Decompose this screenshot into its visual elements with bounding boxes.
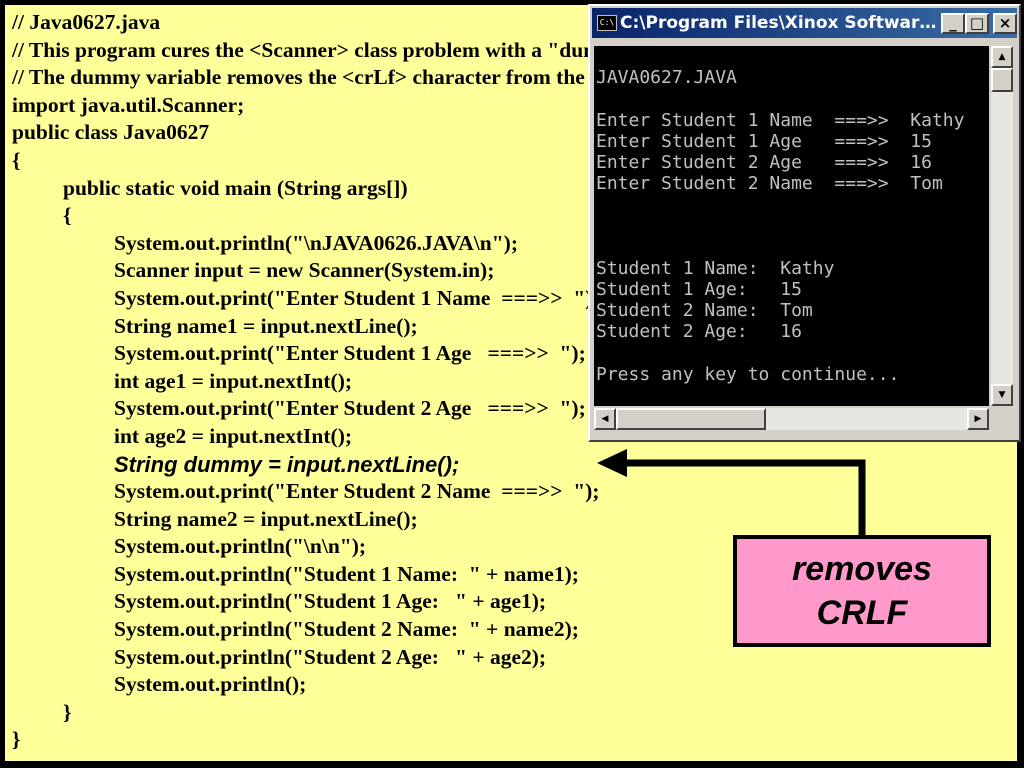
callout-line: CRLF [816, 594, 908, 632]
code-line: int age1 = input.nextInt(); [114, 368, 353, 393]
code-line: String name1 = input.nextLine(); [114, 313, 418, 338]
minimize-button[interactable]: _ [941, 13, 965, 34]
console-line: Enter Student 2 Age ===>> 16 [596, 151, 932, 173]
code-listing: // Java0627.java // This program cures t… [12, 9, 728, 754]
code-line: Scanner input = new Scanner(System.in); [114, 258, 495, 283]
console-title: C:\Program Files\Xinox Software\JCreator… [620, 13, 938, 33]
code-line: System.out.println("Student 2 Age: " + a… [114, 644, 547, 669]
maximize-button[interactable]: □ [965, 13, 989, 34]
code-line: int age2 = input.nextInt(); [114, 423, 353, 448]
close-button[interactable]: × [993, 13, 1017, 34]
horizontal-scrollbar[interactable]: ◀ ▶ [594, 408, 989, 430]
code-line-highlighted: String dummy = input.nextLine(); [114, 451, 460, 477]
console-icon[interactable]: C:\ [597, 15, 617, 31]
callout-line: removes [792, 550, 932, 588]
resize-grip[interactable] [991, 408, 1013, 430]
horizontal-scroll-thumb[interactable] [616, 408, 766, 430]
code-line: } [12, 727, 21, 752]
console-line [594, 216, 989, 237]
console-line: Student 2 Age: 16 [596, 321, 802, 343]
code-line: System.out.println("Student 1 Name: " + … [114, 561, 579, 586]
console-title-bar[interactable]: C:\ C:\Program Files\Xinox Software\JCre… [592, 8, 1017, 38]
console-line: Enter Student 1 Name ===>> Kathy [596, 109, 965, 131]
code-line: System.out.print("Enter Student 1 Age ==… [114, 341, 586, 366]
console-line [594, 194, 989, 215]
code-line: System.out.println("\nJAVA0626.JAVA\n"); [114, 230, 518, 255]
arrow-down-icon[interactable]: ▼ [991, 384, 1013, 406]
arrow-left-icon[interactable]: ◀ [594, 408, 616, 430]
code-line: System.out.println("Student 1 Age: " + a… [114, 589, 547, 614]
code-line: { [12, 147, 21, 172]
code-line: System.out.print("Enter Student 2 Age ==… [114, 396, 586, 421]
console-line [594, 237, 989, 258]
code-line: public static void main (String args[]) [63, 175, 408, 200]
code-line: System.out.println("\n\n"); [114, 534, 367, 559]
code-line: } [63, 699, 72, 724]
code-line: String name2 = input.nextLine(); [114, 506, 418, 531]
code-line: System.out.print("Enter Student 2 Name =… [114, 479, 600, 504]
console-line: Student 1 Age: 15 [596, 279, 802, 301]
code-line: import java.util.Scanner; [12, 92, 245, 117]
console-line: Enter Student 1 Age ===>> 15 [596, 130, 932, 152]
callout-box: removes CRLF [733, 535, 991, 647]
code-line: { [63, 203, 72, 228]
vertical-scrollbar[interactable]: ▲ ▼ [991, 46, 1013, 406]
arrow-up-icon[interactable]: ▲ [991, 46, 1013, 68]
code-line: // Java0627.java [12, 10, 161, 34]
console-line [594, 46, 989, 67]
console-output[interactable]: JAVA0627.JAVA Enter Student 1 Name ===>>… [594, 46, 989, 406]
code-line: System.out.print("Enter Student 1 Name =… [114, 285, 600, 310]
console-line [594, 343, 989, 364]
console-window[interactable]: C:\ C:\Program Files\Xinox Software\JCre… [588, 4, 1021, 442]
vertical-scroll-thumb[interactable] [991, 68, 1013, 92]
console-line [594, 88, 989, 109]
code-line: System.out.println(); [114, 672, 307, 697]
code-line: System.out.println("Student 2 Name: " + … [114, 617, 579, 642]
code-line: public class Java0627 [12, 120, 210, 145]
arrow-right-icon[interactable]: ▶ [967, 408, 989, 430]
console-line: JAVA0627.JAVA [596, 67, 737, 89]
console-line: Press any key to continue... [596, 363, 900, 385]
console-line: Student 1 Name: Kathy [596, 257, 835, 279]
console-line: Enter Student 2 Name ===>> Tom [596, 173, 943, 195]
console-line: Student 2 Name: Tom [596, 300, 813, 322]
